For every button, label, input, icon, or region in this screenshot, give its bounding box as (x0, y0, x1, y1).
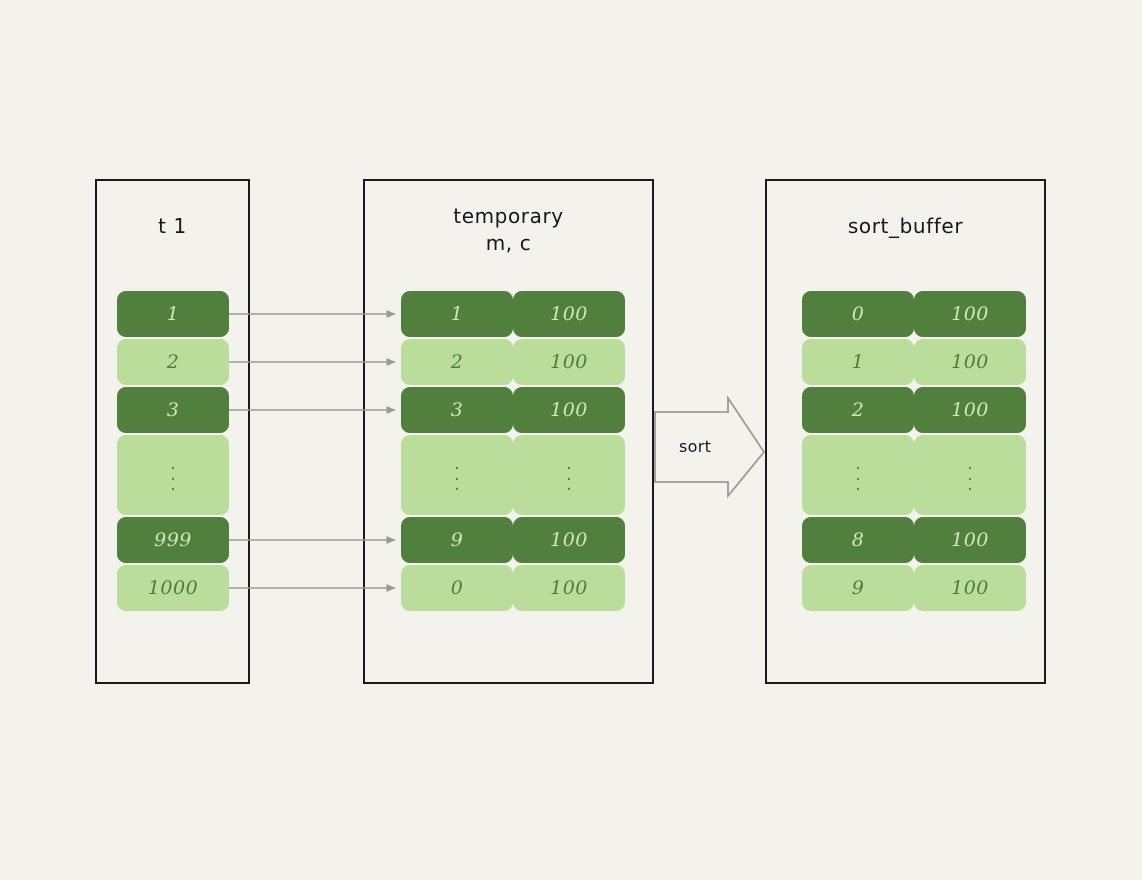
cell-key: 1000 (117, 565, 229, 611)
table-row: 9 100 (802, 564, 1026, 612)
cell-value: 100 (914, 387, 1026, 433)
cell-text: 2 (166, 351, 180, 373)
cell-text: 9 (851, 577, 865, 599)
cell-text: 100 (951, 351, 989, 373)
ellipsis-icon: . . . (170, 454, 176, 496)
cell-value: 100 (914, 565, 1026, 611)
cell-key: 1 (117, 291, 229, 337)
table-row: . . . (117, 434, 229, 516)
table-row: 8 100 (802, 516, 1026, 564)
cell-text: 9 (450, 529, 464, 551)
cell-text: 2 (450, 351, 464, 373)
table-row: 9 100 (401, 516, 625, 564)
cell-text: 100 (951, 577, 989, 599)
cell-key: 2 (401, 339, 513, 385)
table-row: 0 100 (401, 564, 625, 612)
cell-text: 1 (450, 303, 464, 325)
cell-key: 3 (117, 387, 229, 433)
table-row: . . . . . . (401, 434, 625, 516)
table-row: 1000 (117, 564, 229, 612)
cell-text: 3 (166, 399, 180, 421)
cell-value: 100 (914, 339, 1026, 385)
cell-key: 8 (802, 517, 914, 563)
cell-text: 100 (550, 399, 588, 421)
cell-text: 3 (450, 399, 464, 421)
cell-key: 2 (802, 387, 914, 433)
cell-key: 0 (401, 565, 513, 611)
cell-key: 9 (802, 565, 914, 611)
cell-value: . . . (914, 435, 1026, 515)
cell-text: 8 (851, 529, 865, 551)
table-row: 2 100 (401, 338, 625, 386)
cell-text: 100 (951, 303, 989, 325)
cell-key: 0 (802, 291, 914, 337)
cell-text: 100 (550, 303, 588, 325)
table-row: 999 (117, 516, 229, 564)
sort-arrow-label: sort (679, 437, 712, 456)
cell-text: 1000 (147, 577, 199, 599)
panel-title-temporary: temporary m, c (453, 204, 564, 255)
cell-key: . . . (117, 435, 229, 515)
table-rows: 1 2 3 . . . 999 1000 (117, 290, 229, 612)
cell-value: 100 (513, 339, 625, 385)
ellipsis-icon: . . . (454, 454, 460, 496)
cell-text: 0 (450, 577, 464, 599)
table-row: 2 (117, 338, 229, 386)
cell-text: 100 (550, 577, 588, 599)
cell-text: 999 (154, 529, 192, 551)
cell-text: 1 (166, 303, 180, 325)
table-row: . . . . . . (802, 434, 1026, 516)
table-row: 3 100 (401, 386, 625, 434)
ellipsis-icon: . . . (967, 454, 973, 496)
cell-text: 2 (851, 399, 865, 421)
cell-key: 999 (117, 517, 229, 563)
cell-key: . . . (401, 435, 513, 515)
cell-text: 100 (550, 529, 588, 551)
table-row: 1 100 (802, 338, 1026, 386)
cell-key: 2 (117, 339, 229, 385)
ellipsis-icon: . . . (855, 454, 861, 496)
table-row: 1 (117, 290, 229, 338)
panel-title-t1: t 1 (158, 214, 187, 238)
cell-key: 9 (401, 517, 513, 563)
cell-key: . . . (802, 435, 914, 515)
temporary-rows: 1 100 2 100 3 100 . . . . . . 9 100 0 100 (401, 290, 625, 612)
table-row: 1 100 (401, 290, 625, 338)
cell-value: 100 (513, 517, 625, 563)
table-row: 2 100 (802, 386, 1026, 434)
cell-key: 1 (802, 339, 914, 385)
cell-value: 100 (513, 565, 625, 611)
cell-text: 100 (550, 351, 588, 373)
cell-text: 100 (951, 399, 989, 421)
table-row: 0 100 (802, 290, 1026, 338)
cell-text: 1 (851, 351, 865, 373)
panel-title-sort-buffer: sort_buffer (847, 214, 964, 238)
ellipsis-icon: . . . (566, 454, 572, 496)
cell-value: 100 (513, 387, 625, 433)
cell-value: 100 (914, 291, 1026, 337)
cell-text: 100 (951, 529, 989, 551)
cell-value: 100 (914, 517, 1026, 563)
cell-key: 1 (401, 291, 513, 337)
cell-key: 3 (401, 387, 513, 433)
sort-buffer-rows: 0 100 1 100 2 100 . . . . . . 8 100 9 100 (802, 290, 1026, 612)
cell-text: 0 (851, 303, 865, 325)
cell-value: . . . (513, 435, 625, 515)
table-row: 3 (117, 386, 229, 434)
cell-value: 100 (513, 291, 625, 337)
